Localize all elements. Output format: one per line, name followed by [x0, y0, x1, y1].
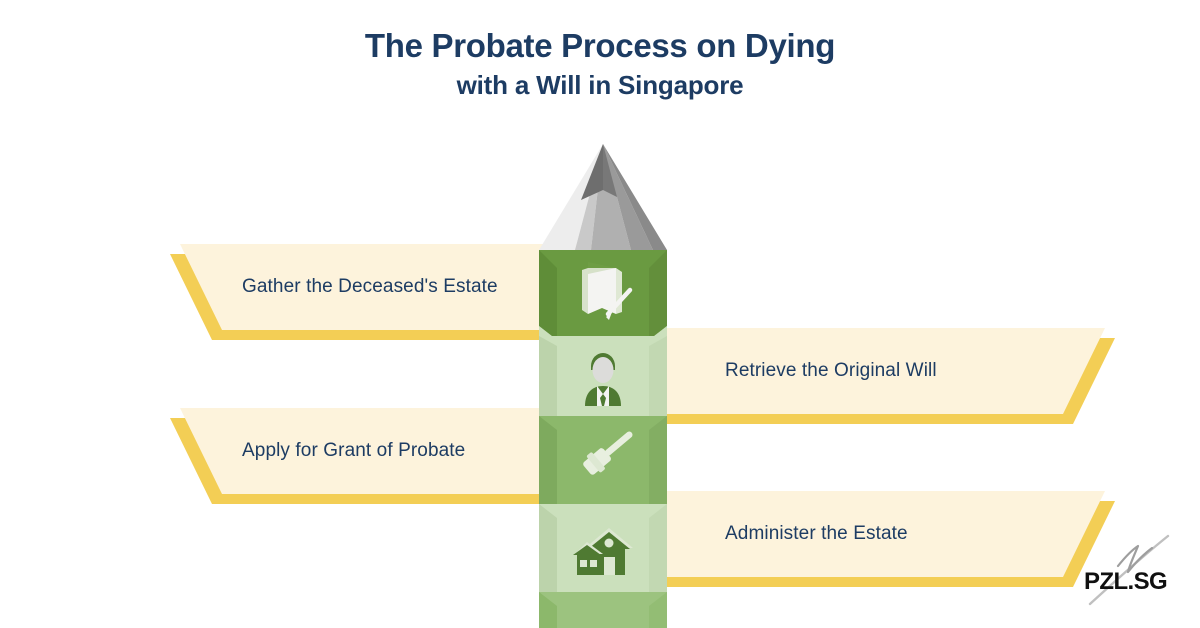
step-label-2: Retrieve the Original Will	[725, 360, 937, 381]
tower-seg4-top-band	[539, 504, 667, 518]
logo-text: PZL.SG	[1084, 568, 1168, 595]
signature-stroke-icon	[1088, 534, 1170, 606]
step-banner-2[interactable]: Retrieve the Original Will	[655, 328, 1105, 414]
step-label-4: Administer the Estate	[725, 523, 908, 544]
tower-seg1-top-band	[539, 250, 667, 268]
step-banner-4[interactable]: Administer the Estate	[655, 491, 1105, 577]
pencil-tower	[535, 140, 671, 628]
person-in-suit-icon	[585, 353, 621, 406]
title-line-secondary: with a Will in Singapore	[456, 70, 744, 101]
tower-seg1-left-shade	[539, 250, 557, 340]
page-title: The Probate Process on Dying with a Will…	[0, 26, 1200, 103]
gavel-icon	[583, 431, 633, 475]
tower-base-top-band	[539, 592, 667, 606]
brand-logo[interactable]: PZL.SG	[1082, 530, 1192, 610]
title-line-primary: The Probate Process on Dying	[364, 27, 836, 64]
pencil-tip-facet-outer-right	[603, 144, 667, 250]
banner-face	[655, 491, 1105, 577]
tower-base-front-face	[557, 604, 649, 628]
tower-seg1-right-shade	[649, 250, 667, 340]
tower-seg3-top-band	[539, 416, 667, 430]
step-label-3: Apply for Grant of Probate	[242, 440, 466, 461]
house-icon	[573, 528, 633, 575]
banner-face	[655, 328, 1105, 414]
document-with-pen-icon	[582, 262, 633, 320]
step-label-1: Gather the Deceased's Estate	[242, 276, 498, 297]
pencil-tip-facet-outer-left	[539, 144, 603, 250]
pencil-tip-facet-shadow-left	[581, 144, 603, 200]
